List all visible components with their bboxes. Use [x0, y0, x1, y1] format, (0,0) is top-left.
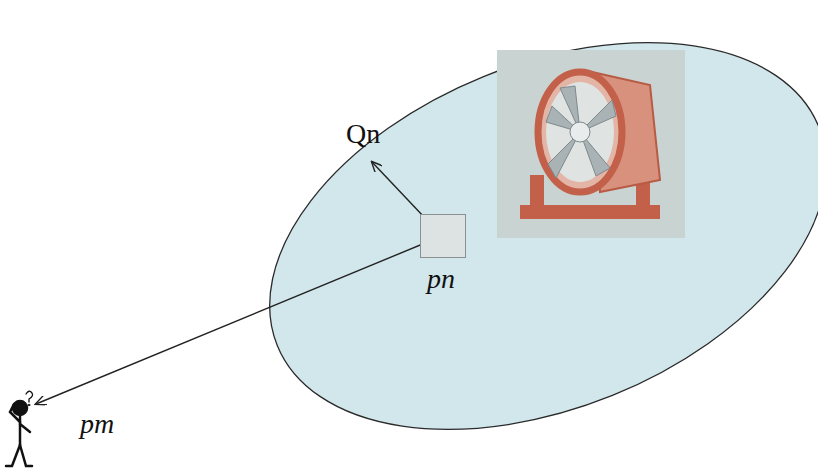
pressure-label: pn [427, 265, 455, 293]
sound-path-arrow [36, 236, 442, 404]
measurement-box: pn [420, 214, 466, 258]
pressure-label: pm [80, 410, 114, 438]
flow-label: Qn [346, 120, 380, 148]
listener-figure [6, 391, 33, 466]
region-ellipse [213, 0, 818, 472]
fan-picture [497, 50, 685, 238]
